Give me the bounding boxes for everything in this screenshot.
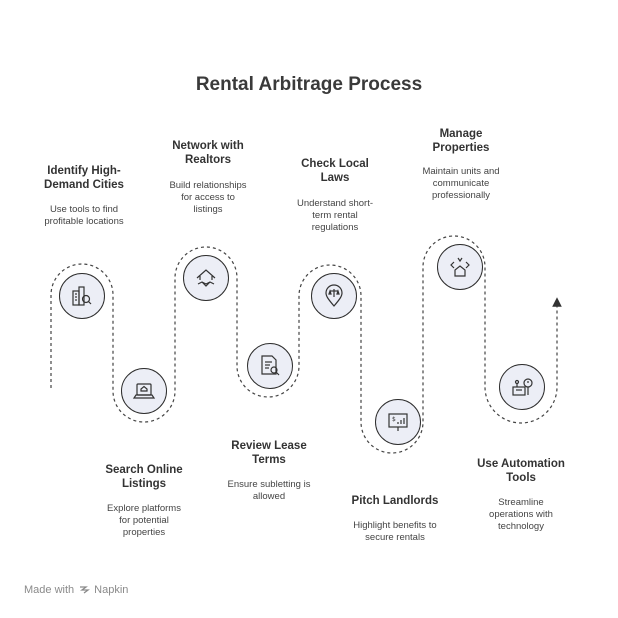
automation-desk-icon	[512, 378, 533, 396]
step-check-laws: Check Local Laws Understand short- term …	[285, 157, 385, 234]
step-description: Build relationships for access to listin…	[169, 180, 247, 215]
step-title: Search Online Listings	[105, 464, 183, 490]
house-code-icon	[450, 257, 470, 277]
step-node-search-listings	[121, 368, 167, 414]
laptop-home-icon	[132, 383, 156, 399]
step-title: Identify High- Demand Cities	[44, 165, 124, 191]
step-node-identify-cities	[59, 273, 105, 319]
step-description: Ensure subletting is allowed	[227, 479, 311, 502]
step-title: Pitch Landlords	[351, 495, 439, 507]
step-review-lease: Review Lease Terms Ensure subletting is …	[214, 439, 324, 503]
brand-label: Napkin	[94, 584, 129, 596]
step-title: Review Lease Terms	[231, 440, 307, 466]
step-description: Use tools to find profitable locations	[44, 204, 124, 227]
napkin-logo-icon	[80, 586, 91, 594]
step-title: Check Local Laws	[301, 158, 369, 184]
step-node-manage-properties	[437, 244, 483, 290]
house-handshake-icon	[196, 269, 216, 287]
step-node-automation-tools	[499, 364, 545, 410]
step-node-network-realtors	[183, 255, 229, 301]
step-title: Use Automation Tools	[477, 458, 565, 484]
step-search-listings: Search Online Listings Explore platforms…	[94, 463, 194, 539]
step-description: Maintain units and communicate professio…	[422, 166, 500, 201]
footer-watermark: Made with Napkin	[24, 584, 128, 596]
step-node-pitch-landlords: $	[375, 399, 421, 445]
step-node-check-laws	[311, 273, 357, 319]
step-network-realtors: Network with Realtors Build relationship…	[158, 139, 258, 216]
diagram-title: Rental Arbitrage Process	[195, 74, 423, 95]
wavy-dashed-path	[50, 235, 562, 454]
city-search-icon	[72, 286, 92, 306]
step-identify-cities: Identify High- Demand Cities Use tools t…	[34, 164, 134, 228]
step-description: Highlight benefits to secure rentals	[353, 520, 437, 543]
svg-text:$: $	[392, 416, 396, 423]
step-manage-properties: Manage Properties Maintain units and com…	[411, 127, 511, 202]
step-description: Explore platforms for potential properti…	[107, 503, 181, 538]
step-description: Streamline operations with technology	[489, 497, 553, 532]
step-automation-tools: Use Automation Tools Streamline operatio…	[466, 457, 576, 533]
step-title: Network with Realtors	[172, 140, 244, 166]
document-search-icon	[261, 355, 280, 376]
presentation-board-icon: $	[388, 413, 408, 431]
step-pitch-landlords: Pitch Landlords Highlight benefits to se…	[340, 494, 450, 544]
step-node-review-lease	[247, 343, 293, 389]
step-title: Manage Properties	[432, 128, 490, 154]
made-with-label: Made with	[24, 584, 75, 596]
step-description: Understand short- term rental regulation…	[296, 198, 374, 233]
law-scale-pin-icon	[325, 284, 343, 307]
